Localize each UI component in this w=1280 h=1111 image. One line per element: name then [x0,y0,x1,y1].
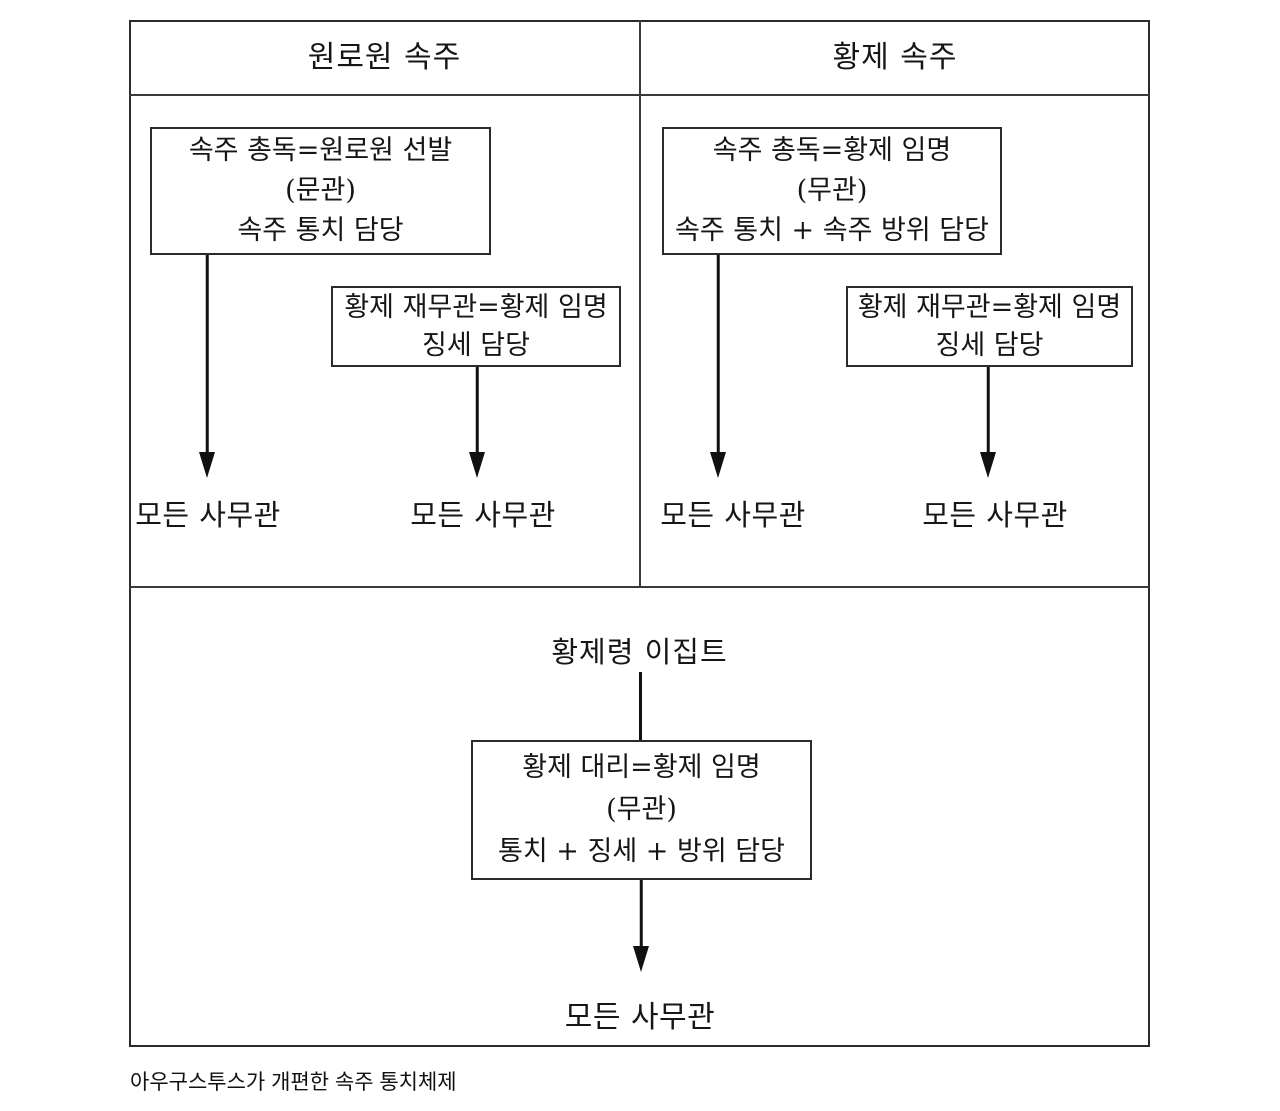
senatorial-procurator-target-label: 모든 사무관 [410,498,556,532]
box-line: 황제 대리=황제 임명 [522,752,761,783]
arrow-head [710,452,726,478]
egypt-prefect-arrow [630,880,652,972]
arrow-head [633,946,649,972]
box-line: 통치 + 징세 + 방위 담당 [498,836,785,867]
box-line: 징세 담당 [422,329,530,361]
box-line: 속주 통치 담당 [237,215,404,246]
box-line: (무관) [606,794,677,825]
box-line: 징세 담당 [935,329,1044,361]
arrow-head [469,452,485,478]
senatorial-province-title: 원로원 속주 [307,40,462,75]
senatorial-procurator-box: 황제 재무관=황제 임명 징세 담당 [331,286,621,367]
imperial-procurator-target-label: 모든 사무관 [922,498,1068,532]
egypt-title: 황제령 이집트 [551,635,728,669]
column-divider-line [639,20,641,588]
box-line: 속주 통치 + 속주 방위 담당 [675,215,989,246]
senatorial-procurator-arrow [466,367,488,478]
imperial-governor-arrow [707,255,729,478]
box-line: 속주 총독=원로원 선발 [188,135,453,166]
senatorial-governor-box: 속주 총독=원로원 선발 (문관) 속주 통치 담당 [150,127,491,255]
arrow-head [980,452,996,478]
section-divider-line [129,586,1150,588]
box-line: (무관) [796,175,868,206]
arrow-stem [716,255,720,454]
imperial-procurator-arrow [977,367,999,478]
arrow-stem [986,367,990,454]
arrow-head [199,452,215,478]
box-line: 황제 재무관=황제 임명 [344,291,608,323]
imperial-province-title: 황제 속주 [832,40,958,75]
arrow-stem [639,880,643,948]
arrow-stem [205,255,209,454]
egypt-target-label: 모든 사무관 [564,1000,716,1035]
figure-caption: 아우구스투스가 개편한 속주 통치체제 [130,1071,457,1094]
egypt-connector-line [639,672,642,740]
arrow-stem [475,367,479,454]
box-line: (문관) [285,175,356,206]
imperial-governor-box: 속주 총독=황제 임명 (무관) 속주 통치 + 속주 방위 담당 [662,127,1002,255]
senatorial-governor-arrow [196,255,218,478]
senatorial-governor-target-label: 모든 사무관 [135,498,281,532]
imperial-procurator-box: 황제 재무관=황제 임명 징세 담당 [846,286,1133,367]
box-line: 황제 재무관=황제 임명 [857,291,1122,323]
imperial-governor-target-label: 모든 사무관 [660,498,806,532]
egypt-prefect-box: 황제 대리=황제 임명 (무관) 통치 + 징세 + 방위 담당 [471,740,812,880]
box-line: 속주 총독=황제 임명 [712,135,952,166]
